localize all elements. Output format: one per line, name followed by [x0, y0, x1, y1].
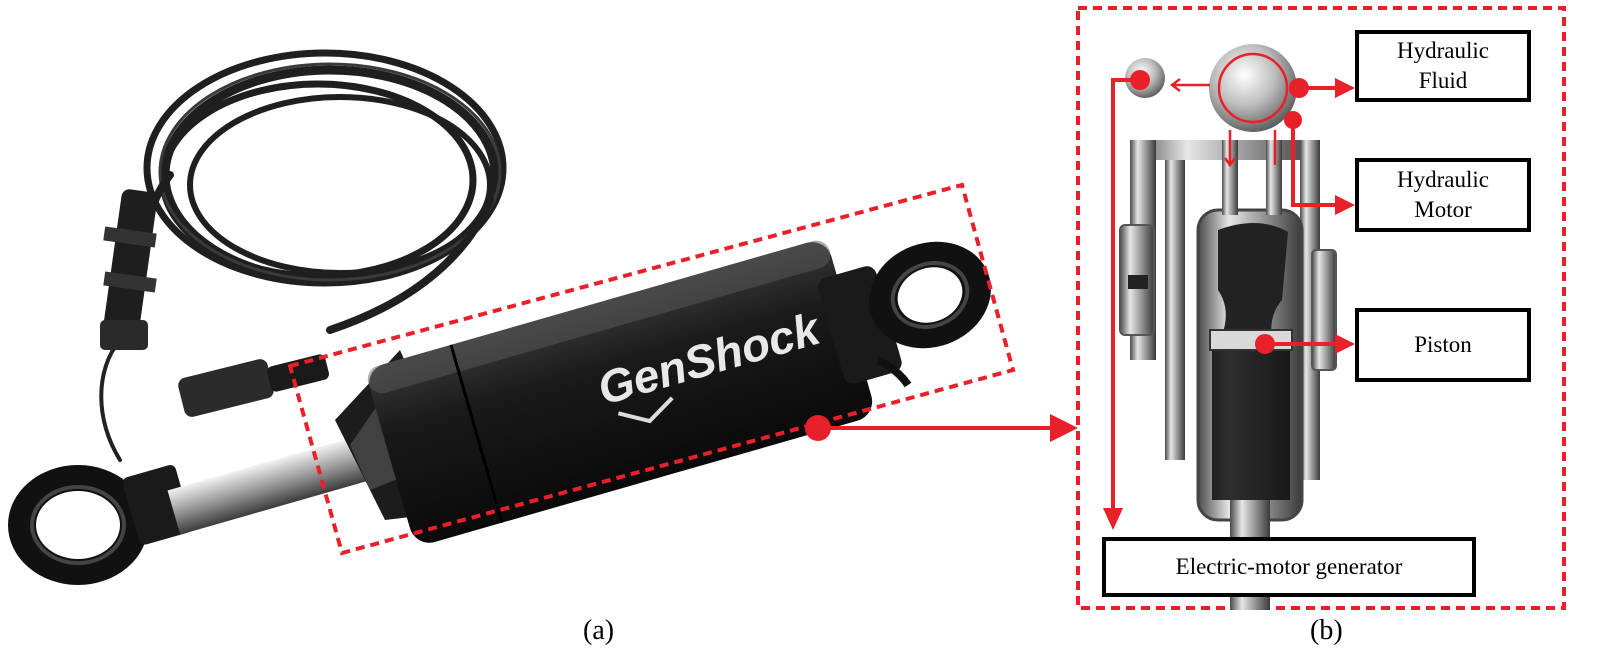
fluid-reservoir-ball	[1209, 44, 1297, 132]
callout-arrows	[1103, 78, 1355, 530]
highlight-region	[287, 182, 1016, 556]
schematic-frame	[1076, 6, 1566, 610]
label-hydraulic-fluid-text: Hydraulic Fluid	[1397, 38, 1489, 93]
main-cylinder: GenShock	[367, 240, 873, 543]
label-hydraulic-motor: Hydraulic Motor	[1355, 158, 1531, 232]
label-hydraulic-fluid: Hydraulic Fluid	[1355, 30, 1531, 102]
link-arrow	[805, 414, 1078, 442]
shock-absorber-illustration: GenShock	[8, 49, 1016, 585]
coiled-cable	[99, 49, 507, 462]
piston-rod	[167, 435, 373, 535]
label-generator-text: Electric-motor generator	[1175, 554, 1403, 579]
label-piston: Piston	[1355, 308, 1531, 382]
lower-eyelet	[8, 465, 193, 585]
hydraulic-schematic	[1119, 44, 1337, 610]
cable-connector	[100, 189, 329, 417]
caption-a: (a)	[583, 615, 615, 646]
caption-b: (b)	[1310, 615, 1343, 646]
label-piston-text: Piston	[1414, 332, 1472, 357]
upper-eyelet	[818, 241, 991, 388]
label-hydraulic-motor-text: Hydraulic Motor	[1397, 167, 1489, 222]
label-generator: Electric-motor generator	[1102, 537, 1476, 597]
